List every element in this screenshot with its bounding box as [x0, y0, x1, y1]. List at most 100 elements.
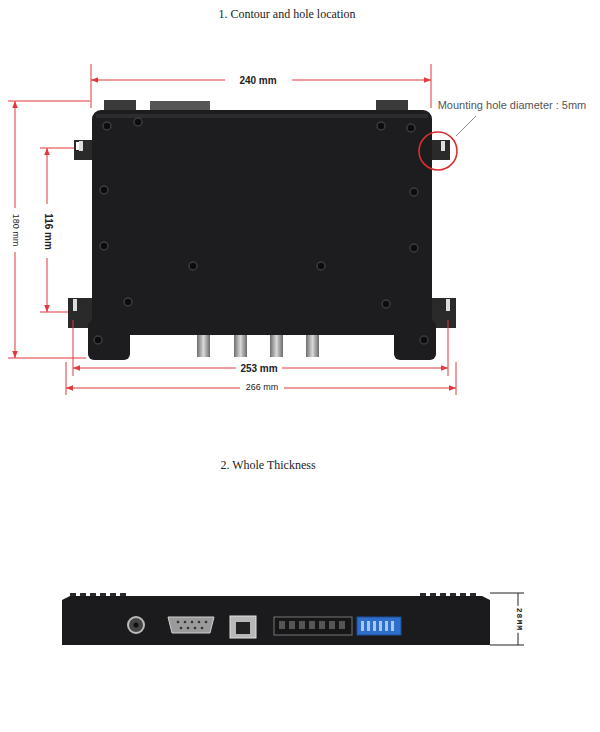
reader-top-view-part	[74, 140, 94, 160]
dimension-lines-part	[15, 252, 16, 358]
reader-side-view-part	[62, 596, 490, 645]
reader-side-view-part-part	[329, 621, 335, 629]
reader-side-view-part-part	[367, 621, 370, 631]
hole-callout-part	[419, 132, 457, 170]
reader-side-view-part-part	[198, 621, 201, 624]
reader-side-view-part-part	[184, 621, 187, 624]
hole-note: Mounting hole diameter : 5mm	[438, 99, 587, 111]
reader-side-view-part	[168, 617, 214, 633]
reader-top-view-part-part	[94, 336, 102, 344]
reader-side-view-part-part	[279, 621, 285, 629]
reader-top-view-part-part	[189, 262, 197, 270]
reader-top-view-part-part	[134, 118, 142, 126]
reader-side-view-part	[274, 617, 352, 635]
dimension-label: 180 mm	[10, 212, 20, 249]
reader-side-view-part-part	[205, 621, 208, 624]
reader-side-view-part	[128, 617, 144, 633]
dimension-lines	[8, 64, 456, 395]
reader-top-view-part-part	[124, 298, 132, 306]
dimension-lines-part	[40, 312, 68, 313]
thickness-dimension-part	[490, 645, 524, 646]
reader-top-view-part	[79, 141, 83, 151]
reader-side-view-part	[177, 621, 208, 630]
dimension-lines-part	[284, 388, 456, 389]
reader-side-view-part-part	[385, 621, 388, 631]
reader-top-view-part	[96, 114, 428, 118]
reader-top-view-part-part	[270, 335, 283, 357]
reader-side-view	[62, 593, 490, 645]
reader-side-view-part-part	[187, 627, 190, 630]
reader-side-view-part-part	[201, 627, 204, 630]
reader-side-view-part-part	[391, 621, 394, 631]
reader-side-view-part	[230, 616, 256, 638]
dimension-lines-part	[456, 362, 457, 395]
reader-top-view-part-part	[100, 186, 108, 194]
reader-top-view	[68, 100, 456, 360]
reader-top-view-part-part	[377, 122, 385, 130]
reader-top-view-part	[430, 140, 450, 160]
reader-side-view-part-part	[373, 621, 376, 631]
dimension-lines-part	[66, 362, 67, 395]
dimension-label: 253 mm	[238, 363, 279, 374]
section-heading: 2. Whole Thickness	[220, 459, 315, 472]
reader-top-view-part	[73, 299, 77, 311]
thickness-dimension-part	[490, 593, 524, 594]
reader-side-view-part-part	[177, 621, 180, 624]
reader-side-view-part	[357, 617, 401, 635]
dimension-label: 28MM	[515, 605, 524, 632]
reader-side-view-part-part	[289, 621, 295, 629]
reader-top-view-part-part	[317, 262, 325, 270]
reader-side-view-part-part	[191, 621, 194, 624]
dimension-lines-part	[282, 368, 448, 369]
thickness-dimension	[490, 593, 524, 645]
reader-top-view-part-part	[410, 188, 418, 196]
reader-top-view-part	[88, 320, 130, 360]
reader-top-view-part	[92, 110, 432, 335]
reader-side-view-part-part	[361, 621, 364, 631]
reader-top-view-part	[376, 100, 408, 111]
reader-side-view-part-part	[319, 621, 325, 629]
reader-top-view-part-part	[407, 124, 415, 132]
reader-top-view-part-part	[100, 242, 108, 250]
reader-top-view-part-part	[197, 335, 210, 357]
reader-side-view-part-part	[194, 627, 197, 630]
dimension-lines-part	[8, 101, 90, 102]
reader-top-view-part	[446, 299, 450, 311]
reader-side-view-part-part	[309, 621, 315, 629]
reader-top-view-part	[94, 118, 428, 344]
dimension-lines-part	[8, 358, 86, 359]
reader-side-view-part	[236, 622, 250, 634]
dimension-lines-part	[47, 148, 48, 204]
reader-top-view-part	[394, 320, 436, 360]
reader-top-view-part-part	[382, 300, 390, 308]
reader-side-view-part-part	[180, 627, 183, 630]
reader-top-view-part-part	[410, 244, 418, 252]
dimension-lines-part	[40, 148, 74, 149]
section-heading: 1. Contour and hole location	[219, 8, 356, 21]
dimension-lines-part	[292, 80, 431, 81]
reader-top-view-part-part	[420, 336, 428, 344]
reader-side-view-part-part	[379, 621, 382, 631]
dimension-label: 116 mm	[42, 211, 53, 252]
reader-top-view-part-part	[234, 335, 247, 357]
reader-side-view-part-part	[299, 621, 305, 629]
dimension-lines-part	[91, 64, 92, 108]
dimension-lines-part	[431, 64, 432, 108]
reader-top-view-part-part	[103, 122, 111, 130]
dimension-lines-part	[15, 101, 16, 208]
hole-callout-part	[456, 116, 476, 136]
reader-top-view-part	[150, 101, 210, 111]
dimension-label: 240 mm	[237, 75, 278, 86]
hole-callout	[419, 116, 476, 170]
reader-top-view-part	[104, 100, 136, 111]
dimension-lines-part	[73, 368, 236, 369]
reader-side-view-part	[361, 621, 394, 631]
reader-top-view-part	[197, 335, 319, 357]
reader-top-view-part-part	[306, 335, 319, 357]
dimension-lines-part	[66, 388, 240, 389]
reader-side-view-part	[134, 623, 139, 628]
reader-side-view-part	[279, 621, 345, 629]
reader-top-view-part	[441, 141, 445, 151]
dimension-label: 266 mm	[244, 383, 281, 393]
